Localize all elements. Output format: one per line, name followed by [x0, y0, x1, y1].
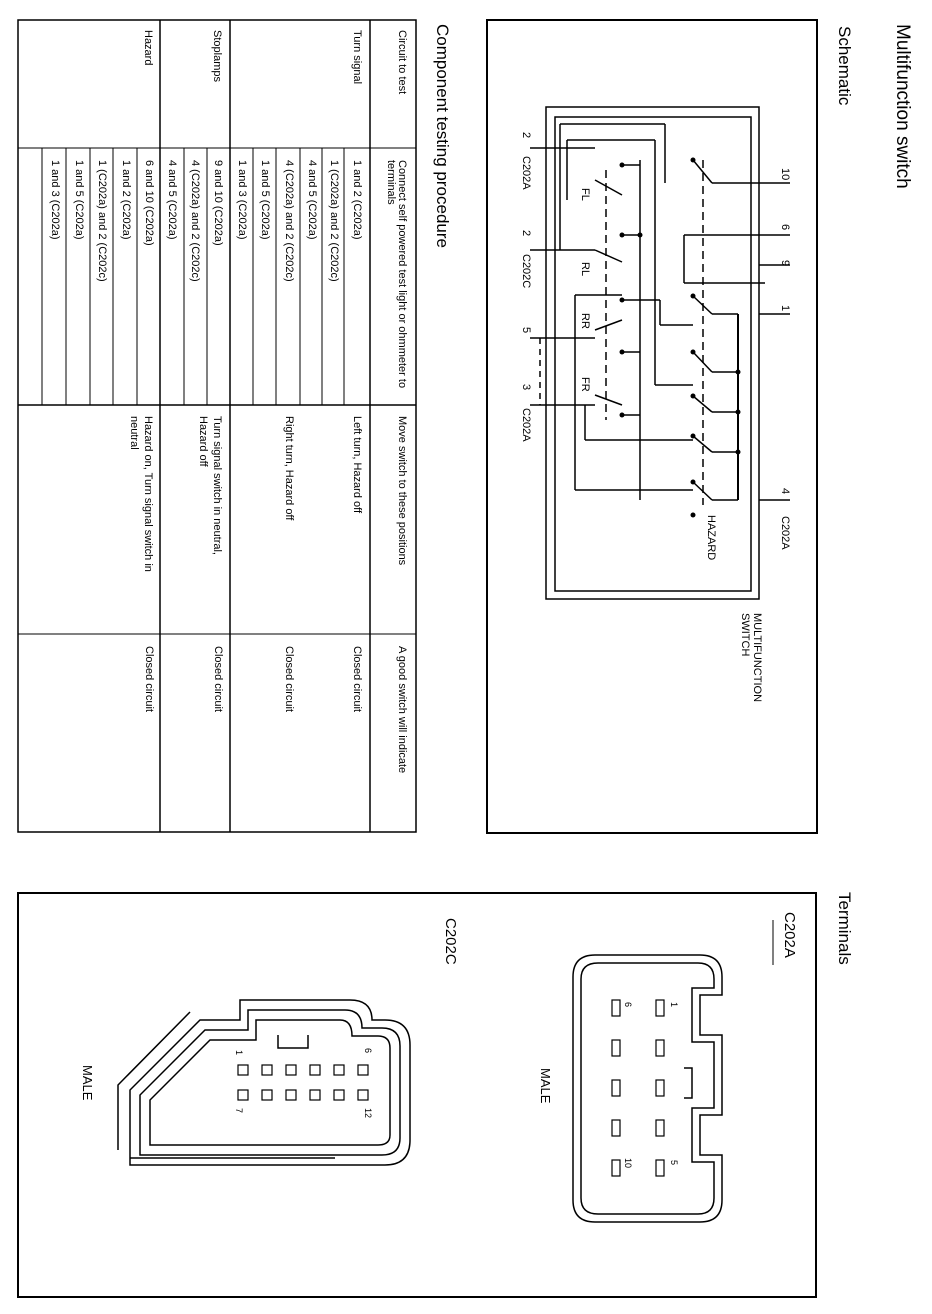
junction	[637, 232, 643, 238]
c202c-pin-label: 7	[234, 1108, 244, 1114]
c202c-outline-inner	[139, 1009, 401, 1156]
contact	[690, 512, 696, 518]
contact	[619, 349, 625, 355]
c202a-pin	[655, 999, 665, 1017]
c202c-shell	[117, 1011, 191, 1150]
switch-blade	[594, 319, 623, 331]
c202a-key	[684, 1067, 693, 1099]
c202c-pin	[237, 1064, 249, 1076]
c202a-pin	[611, 1079, 621, 1097]
contact	[690, 479, 696, 485]
switch-housing-outer	[545, 106, 760, 600]
c202a-pin	[655, 1159, 665, 1177]
switch-blade	[594, 394, 623, 406]
switch-blade	[594, 249, 623, 263]
switch-blade	[692, 435, 713, 453]
c202a-gender: MALE	[538, 1068, 553, 1104]
c202a-pin	[611, 1119, 621, 1137]
switch-housing-inner	[554, 116, 752, 592]
c202a-pin-label: 10	[623, 1158, 633, 1169]
c202c-pin	[357, 1064, 369, 1076]
c202c-pin	[333, 1089, 345, 1101]
c202c-pin	[285, 1089, 297, 1101]
c202c-pin-label: 1	[234, 1050, 244, 1056]
contact	[690, 157, 696, 163]
c202c-pin-label: 12	[363, 1108, 373, 1119]
c202a-pin	[655, 1039, 665, 1057]
contact	[690, 349, 696, 355]
c202c-pin	[285, 1064, 297, 1076]
switch-blade	[594, 179, 623, 196]
contact	[619, 412, 625, 418]
c202a-name: C202A	[781, 912, 798, 958]
c202a-pin	[655, 1119, 665, 1137]
junction	[735, 369, 741, 375]
switch-blade	[692, 395, 713, 413]
c202c-pin	[309, 1089, 321, 1101]
schematic-frame	[486, 19, 818, 834]
contact	[619, 162, 625, 168]
c202a-outline	[572, 954, 723, 1223]
contact	[619, 297, 625, 303]
switch-blade	[692, 159, 713, 184]
c202c-outline-inner2	[149, 1019, 391, 1146]
junction	[735, 449, 741, 455]
c202c-pin	[237, 1089, 249, 1101]
table-frame	[17, 19, 417, 833]
contact	[690, 393, 696, 399]
c202a-outline-inner	[580, 962, 715, 1215]
c202c-key	[277, 1035, 309, 1049]
junction	[735, 409, 741, 415]
c202c-name: C202C	[442, 918, 459, 965]
contact	[690, 433, 696, 439]
c202c-gender: MALE	[80, 1065, 95, 1101]
terminals-frame	[17, 892, 817, 1298]
c202c-outline	[129, 999, 411, 1166]
c202c-pin	[333, 1064, 345, 1076]
c202c-pin	[357, 1089, 369, 1101]
c202a-pin-label: 5	[669, 1160, 679, 1166]
c202c-pin	[261, 1089, 273, 1101]
c202a-pin-label: 1	[669, 1002, 679, 1008]
c202c-pin-label: 6	[363, 1048, 373, 1054]
c202a-pin	[611, 1159, 621, 1177]
c202c-pin	[261, 1064, 273, 1076]
contact	[690, 293, 696, 299]
c202c-pin	[309, 1064, 321, 1076]
c202a-pin	[655, 1079, 665, 1097]
c202a-pin	[611, 999, 621, 1017]
c202a-pin-label: 6	[623, 1002, 633, 1008]
c202a-pin	[611, 1039, 621, 1057]
contact	[619, 232, 625, 238]
